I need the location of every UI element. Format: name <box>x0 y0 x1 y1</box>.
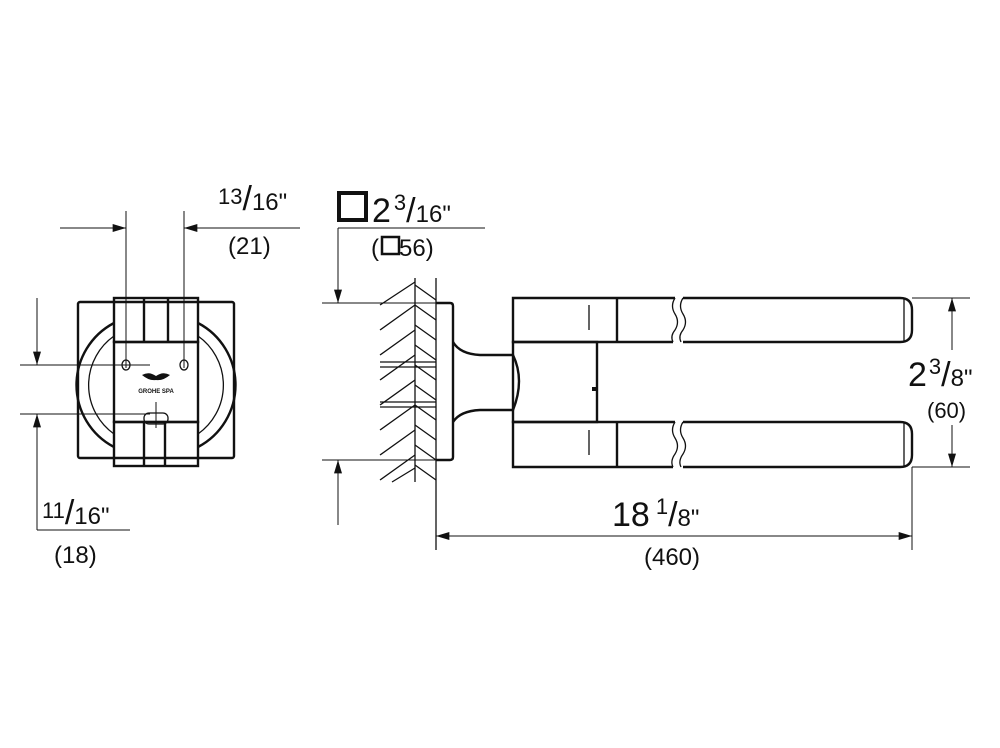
dim-hole-imperial: 11/16" <box>42 494 110 532</box>
dim-hole-metric: (18) <box>54 542 97 569</box>
rail-block <box>511 340 599 424</box>
rail-top <box>511 296 914 344</box>
dim-rail-spacing-metric: (60) <box>927 398 966 423</box>
dim-rosette-metric: (56) <box>371 235 434 262</box>
wall-plate <box>76 300 236 460</box>
square-symbol-icon <box>380 235 401 256</box>
bracket-top <box>112 296 200 344</box>
dim-rail-spacing-imperial: 23/8" <box>908 354 973 394</box>
wall-hatch <box>379 278 437 550</box>
dim-length-metric: (460) <box>644 544 700 571</box>
rail-bottom <box>511 420 914 469</box>
bracket-bottom <box>112 420 200 468</box>
dim-bracket-imperial: 13/16" <box>218 180 287 218</box>
brand-label: GROHE SPA <box>138 389 174 395</box>
neck <box>451 341 521 423</box>
dim-bracket-metric: (21) <box>228 233 271 260</box>
rosette <box>436 301 455 462</box>
mounting-ring <box>75 321 237 449</box>
front-view: GROHE SPA 13/16" (21) 11/16" (18) <box>20 180 300 569</box>
square-symbol-icon <box>337 191 368 222</box>
grohe-logo-icon <box>142 373 170 381</box>
